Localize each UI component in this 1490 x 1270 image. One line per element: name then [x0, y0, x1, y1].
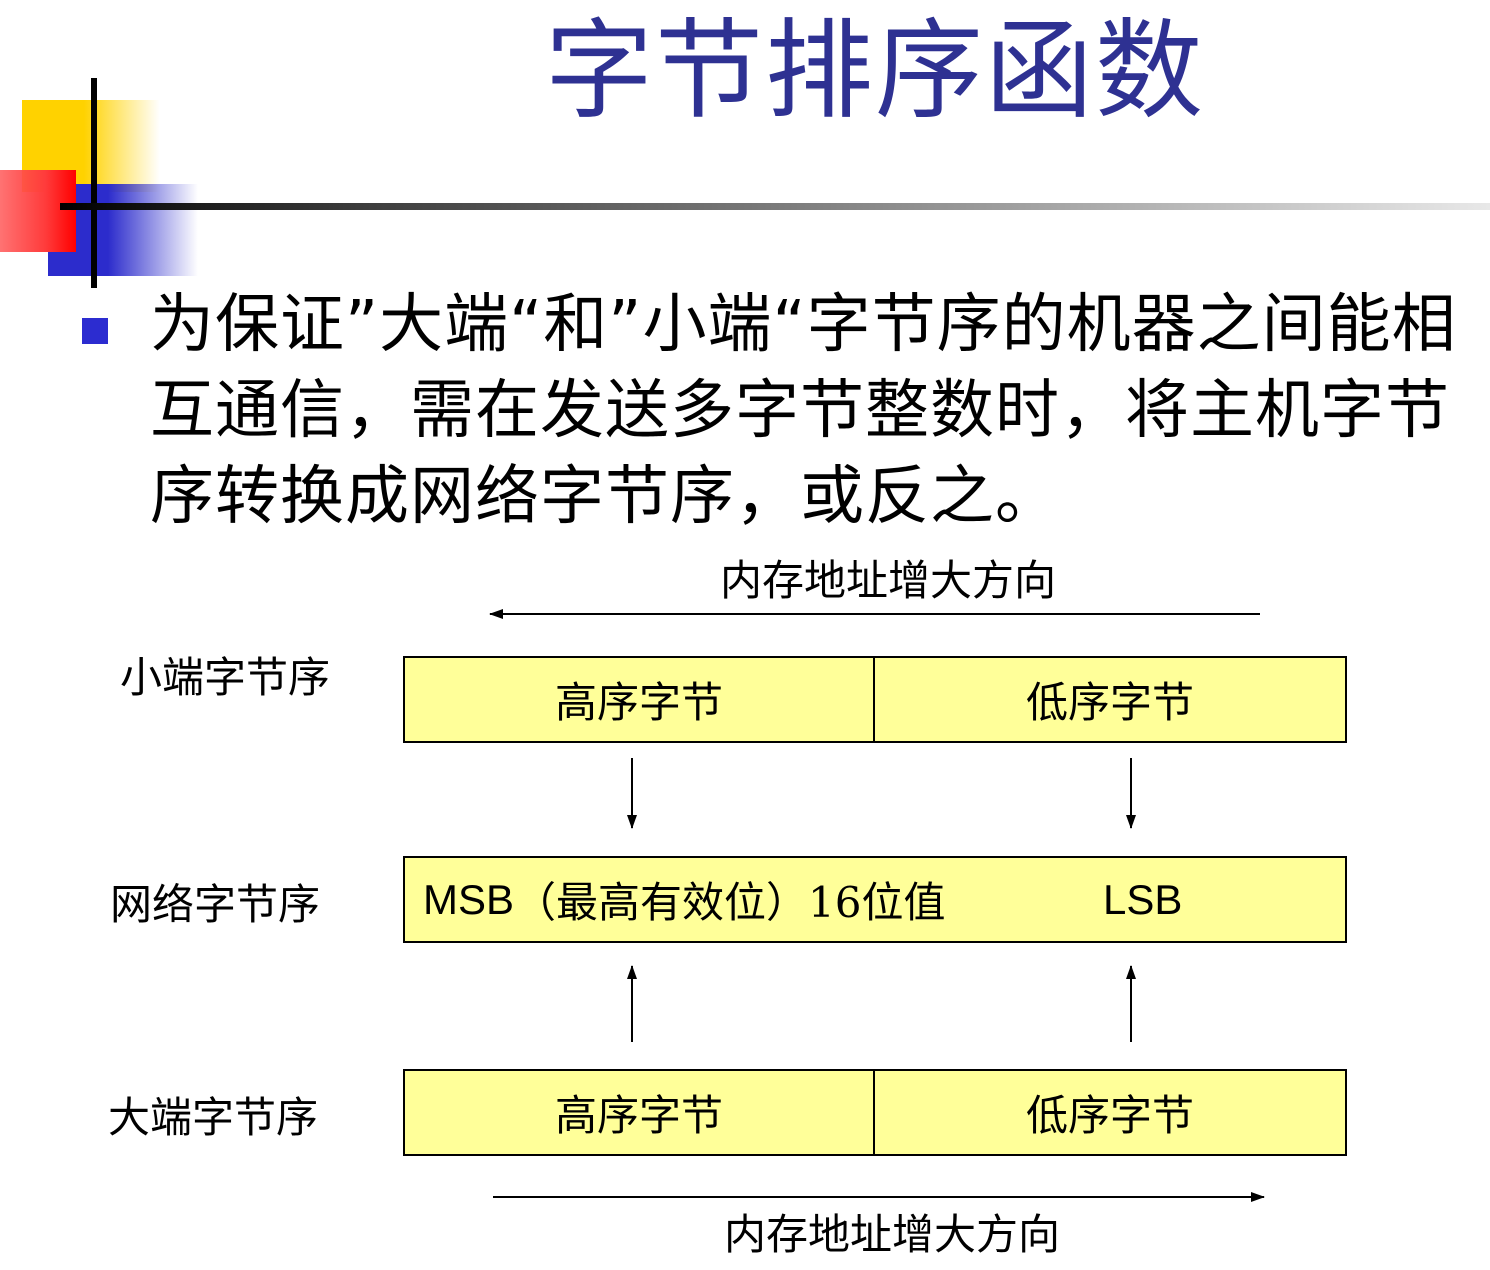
- big-endian-box: 高序字节 低序字节: [403, 1069, 1347, 1156]
- msb-note: （最高有效位）: [514, 878, 809, 927]
- decor-horizontal-rule: [60, 203, 1490, 210]
- decor-vertical-line: [91, 78, 97, 288]
- bullet-square-icon: [82, 318, 108, 344]
- network-order-label: 网络字节序: [110, 880, 321, 929]
- little-endian-high-byte: 高序字节: [405, 658, 875, 741]
- top-direction-label: 内存地址增大方向: [720, 556, 1057, 605]
- value-width-label: 16位值: [808, 878, 946, 927]
- lsb-label: LSB: [1103, 875, 1183, 923]
- decor-red-block: [0, 170, 76, 252]
- slide-title: 字节排序函数: [545, 9, 1206, 134]
- little-endian-low-byte: 低序字节: [1025, 678, 1194, 727]
- big-endian-label: 大端字节序: [108, 1093, 319, 1142]
- bottom-direction-label: 内存地址增大方向: [724, 1210, 1061, 1259]
- network-order-box: MSB（最高有效位）16位值 LSB: [403, 856, 1347, 943]
- bullet-text: 为保证”大端“和”小端“字节序的机器之间能相互通信，需在发送多字节整数时，将主机…: [150, 288, 1457, 534]
- big-endian-high-byte: 高序字节: [405, 1071, 875, 1154]
- network-msb-text: MSB（最高有效位）16位值: [423, 858, 945, 941]
- little-endian-label: 小端字节序: [120, 653, 331, 702]
- msb-label: MSB: [423, 875, 515, 923]
- big-endian-low-byte: 低序字节: [1025, 1091, 1194, 1140]
- little-endian-box: 高序字节 低序字节: [403, 656, 1347, 743]
